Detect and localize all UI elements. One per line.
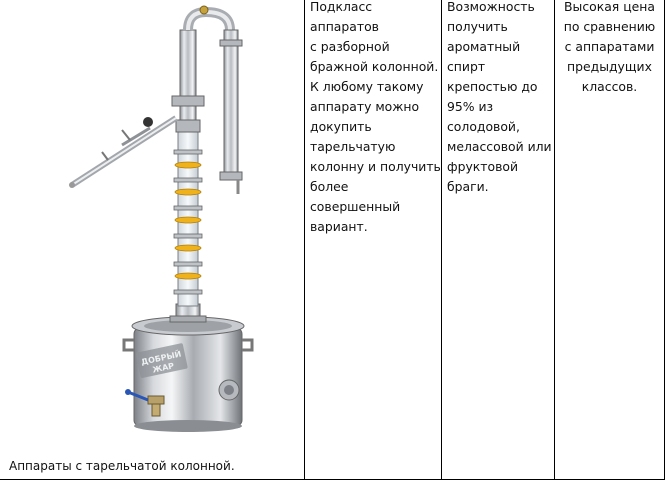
text-line: крепостью до xyxy=(447,79,538,94)
text-line: Возможность xyxy=(447,0,535,14)
boiler-tank: ДОБРЫЙ ЖАР xyxy=(122,316,254,432)
text-line: вариант. xyxy=(310,219,368,234)
advantages-cell: Возможность получить ароматный спирт кре… xyxy=(441,0,554,479)
text-line: Подкласс аппаратов xyxy=(310,0,379,34)
text-line: более совершенный xyxy=(310,179,401,214)
text-line: по сравнению xyxy=(563,19,656,34)
drain-valve xyxy=(125,389,165,417)
advantages-text: Возможность получить ароматный спирт кре… xyxy=(442,0,554,197)
svg-text:ЖАР: ЖАР xyxy=(152,361,175,374)
text-line: солодовой, xyxy=(447,119,520,134)
text-line: мелассовой или xyxy=(447,139,552,154)
disadvantages-cell: Высокая цена по сравнению с аппаратами п… xyxy=(554,0,664,479)
text-line: тарельчатую xyxy=(310,139,396,154)
text-line: браги. xyxy=(447,179,489,194)
text-line: фруктовой xyxy=(447,159,519,174)
text-line: классов. xyxy=(581,79,638,94)
text-line: получить xyxy=(447,19,508,34)
text-line: предыдущих xyxy=(567,59,652,74)
image-caption: Аппараты с тарельчатой колонной. xyxy=(9,459,235,473)
description-text: Подкласс аппаратов с разборной бражной к… xyxy=(305,0,441,237)
text-line: Высокая цена xyxy=(564,0,655,14)
text-line: с разборной xyxy=(310,39,390,54)
text-line: ароматный xyxy=(447,39,521,54)
text-line: докупить xyxy=(310,119,372,134)
take-off-arm xyxy=(69,115,178,188)
description-cell: Подкласс аппаратов с разборной бражной к… xyxy=(304,0,441,479)
distillation-apparatus-illustration: ДОБРЫЙ ЖАР xyxy=(69,5,254,432)
text-line: колонну и получить xyxy=(310,159,441,174)
text-line: К любому такому xyxy=(310,79,424,94)
text-line: с аппаратами xyxy=(564,39,655,54)
plate-column xyxy=(173,129,203,307)
text-line: аппарату можно xyxy=(310,99,420,114)
image-cell: ДОБРЫЙ ЖАР xyxy=(0,0,304,479)
disadvantages-text: Высокая цена по сравнению с аппаратами п… xyxy=(555,0,664,97)
text-line: бражной колонной. xyxy=(310,59,439,74)
reflux-condenser xyxy=(183,5,243,194)
text-line: спирт xyxy=(447,59,486,74)
text-line: 95% из xyxy=(447,99,494,114)
